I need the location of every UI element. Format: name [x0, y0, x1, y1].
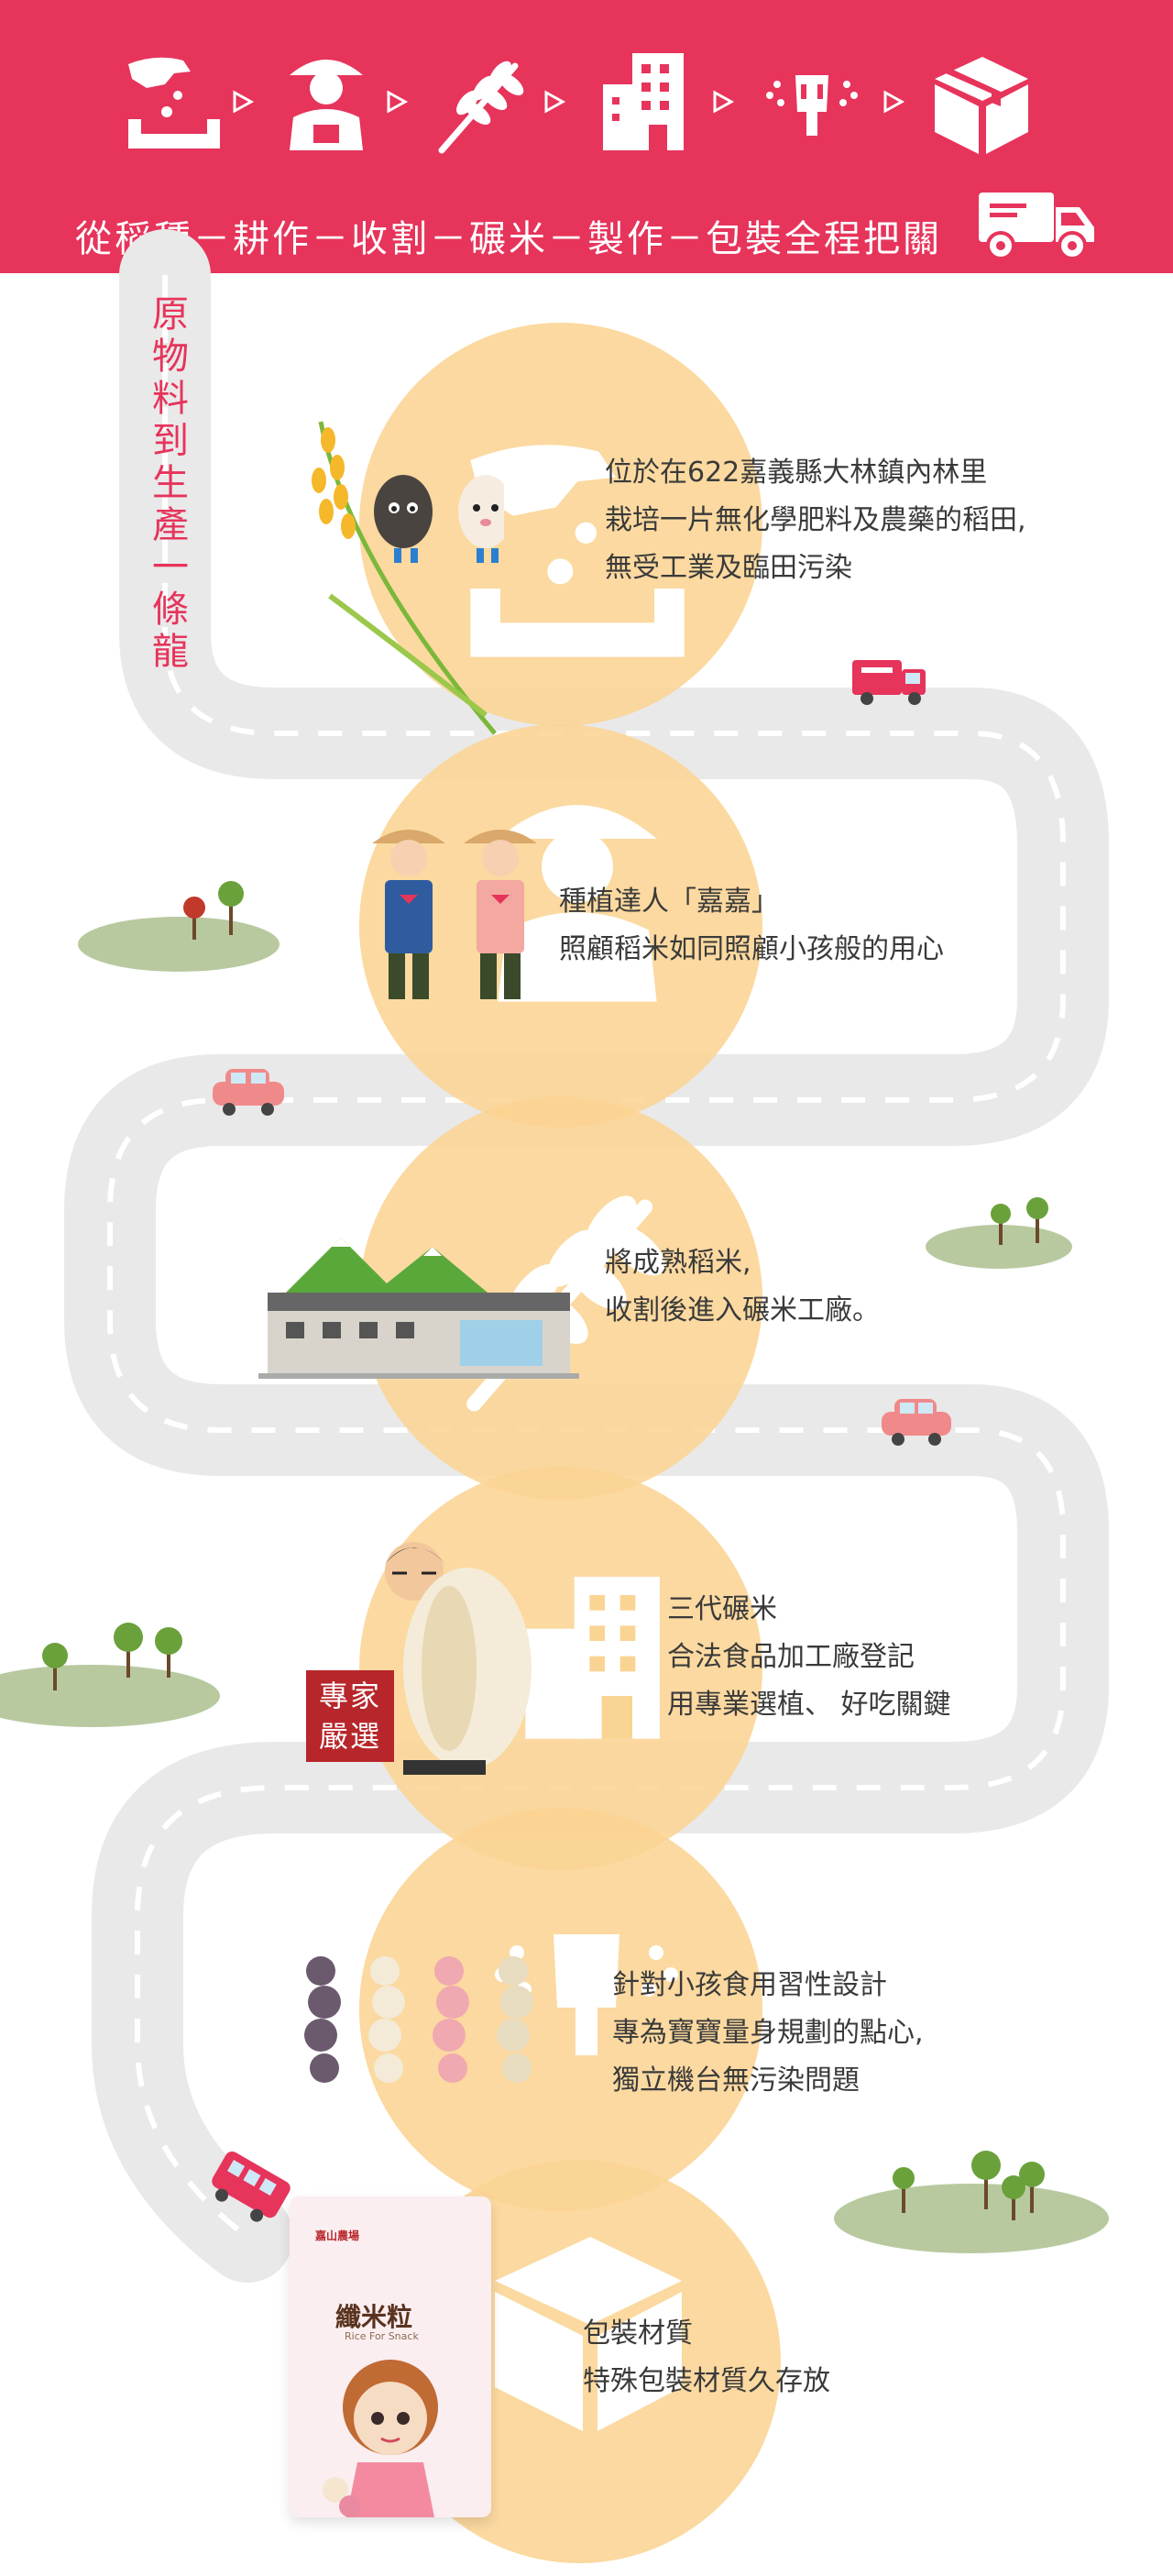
hill-left-2	[0, 1623, 220, 1727]
step-1-text: 位於在622嘉義縣大林鎮內林里 栽培一片無化學肥料及農藥的稻田, 無受工業及臨田…	[605, 449, 1026, 592]
bus-on-road	[212, 2151, 291, 2222]
chevron-right-icon	[233, 90, 255, 114]
step-1-line: 無受工業及臨田污染	[605, 552, 852, 584]
step-2-text: 種植達人「嘉嘉」 照顧稻米如同照顧小孩般的用心	[559, 878, 944, 974]
chevron-right-icon	[713, 90, 735, 114]
step-5-line: 針對小孩食用習性設計	[612, 1969, 887, 2001]
step-3-text: 將成熟稻米, 收割後進入碾米工廠。	[605, 1239, 880, 1335]
vertical-title-char: 條	[152, 589, 189, 631]
step-2-line: 種植達人「嘉嘉」	[559, 886, 779, 918]
farmer-couple-illustration	[372, 830, 537, 999]
car-on-road-1	[213, 1069, 284, 1116]
step-5-line: 獨立機台無污染問題	[612, 2064, 860, 2097]
step-2-line: 照顧稻米如同照顧小孩般的用心	[559, 933, 944, 965]
header-banner: 從稻種－耕作－收割－碾米－製作－包裝全程把關	[0, 0, 1173, 273]
process-tagline: 從稻種－耕作－收割－碾米－製作－包裝全程把關	[75, 218, 942, 260]
step-1-line: 位於在622嘉義縣大林鎮內林里	[605, 457, 988, 489]
step-6-line: 包裝材質	[583, 2317, 693, 2350]
girl-mascot-illustration	[323, 2360, 438, 2517]
product-package: 嘉山農場 纖米粒 Rice For Snack	[290, 2196, 491, 2517]
step-6-text: 包裝材質 特殊包裝材質久存放	[583, 2310, 830, 2405]
mill-icon	[766, 75, 858, 136]
chevron-right-icon	[387, 90, 409, 114]
vertical-title-char: 龍	[152, 631, 189, 673]
vertical-title-char: 一	[152, 546, 189, 589]
rice-snack-characters-illustration	[304, 1956, 533, 2083]
box-icon	[935, 57, 1028, 154]
package-title: 纖米粒	[335, 2302, 413, 2332]
step-3-line: 收割後進入碾米工廠。	[605, 1294, 880, 1327]
hill-right-2	[834, 2151, 1109, 2253]
step-5-text: 針對小孩食用習性設計 專為寶寶量身規劃的點心, 獨立機台無污染問題	[612, 1962, 924, 2105]
rice-miller-with-grain-illustration	[385, 1542, 532, 1775]
farmer-icon	[498, 805, 657, 1002]
vertical-title: 原 物 料 到 生 產 一 條 龍	[145, 293, 196, 673]
step-4-line: 用專業選植、 好吃關鍵	[667, 1689, 951, 1721]
farmer-icon	[290, 60, 363, 150]
badge-line: 專家	[318, 1679, 381, 1713]
process-icon-row	[0, 28, 1173, 156]
step-6-line: 特殊包裝材質久存放	[583, 2365, 830, 2397]
truck-icon	[979, 193, 1094, 260]
package-subtitle: Rice For Snack	[345, 2330, 419, 2342]
chevron-right-icon	[883, 90, 905, 114]
hill-right-1	[926, 1197, 1072, 1269]
expert-selection-badge: 專家 嚴選	[306, 1670, 394, 1762]
seed-hand-icon	[470, 445, 685, 657]
vertical-title-char: 料	[152, 378, 189, 420]
package-brand: 嘉山農場	[315, 2229, 360, 2242]
truck-on-road	[852, 660, 926, 705]
step-5-line: 專為寶寶量身規劃的點心,	[612, 2017, 924, 2049]
step-circle	[359, 1808, 762, 2211]
vertical-title-char: 生	[152, 462, 189, 504]
factory-icon	[525, 1577, 660, 1739]
step-3-line: 將成熟稻米,	[605, 1247, 751, 1279]
step-1-line: 栽培一片無化學肥料及農藥的稻田,	[605, 504, 1026, 536]
step-4-text: 三代碾米 合法食品加工廠登記 用專業選植、 好吃關鍵	[667, 1586, 951, 1729]
hill-left-1	[78, 881, 280, 972]
vertical-title-char: 物	[152, 336, 189, 378]
seed-hand-icon	[128, 57, 220, 149]
step-4-line: 合法食品加工廠登記	[667, 1641, 915, 1673]
rice-mill-factory-illustration	[258, 1238, 579, 1379]
box-icon	[495, 2237, 682, 2431]
factory-icon	[603, 53, 684, 150]
vertical-title-char: 產	[152, 504, 189, 546]
badge-line: 嚴選	[318, 1719, 381, 1754]
rice-plant-with-grain-characters	[312, 421, 504, 735]
vertical-title-char: 原	[152, 293, 189, 336]
vertical-title-char: 到	[152, 420, 189, 462]
step-4-line: 三代碾米	[667, 1593, 777, 1625]
chevron-right-icon	[544, 90, 566, 114]
rice-stalk-icon	[438, 61, 524, 154]
car-on-road-2	[882, 1399, 951, 1446]
